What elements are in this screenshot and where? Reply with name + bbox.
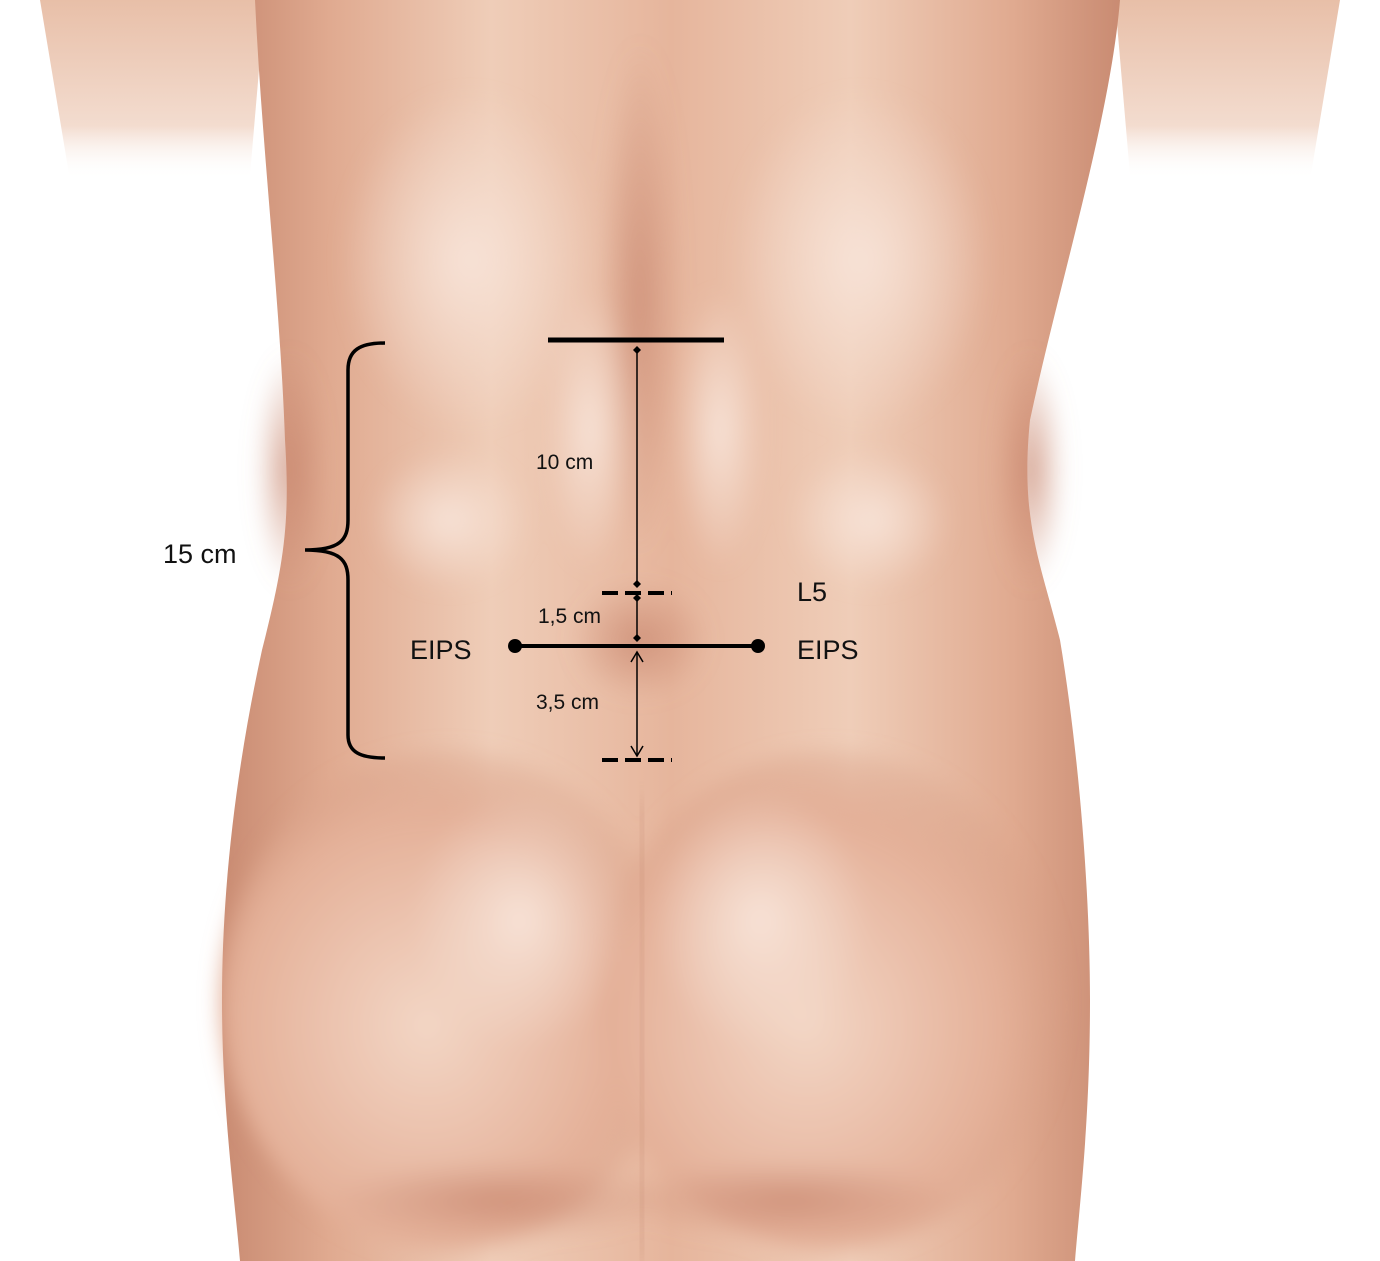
eips-left-dot xyxy=(508,639,522,653)
eips-left-label: EIPS xyxy=(410,635,472,665)
middle-segment-label: 1,5 cm xyxy=(538,605,601,628)
vertebra-label: L5 xyxy=(797,577,827,607)
eips-right-dot xyxy=(751,639,765,653)
upper-segment-label: 10 cm xyxy=(536,451,593,474)
eips-right-label: EIPS xyxy=(797,635,859,665)
total-length-label: 15 cm xyxy=(163,539,237,569)
lower-segment-label: 3,5 cm xyxy=(536,691,599,714)
